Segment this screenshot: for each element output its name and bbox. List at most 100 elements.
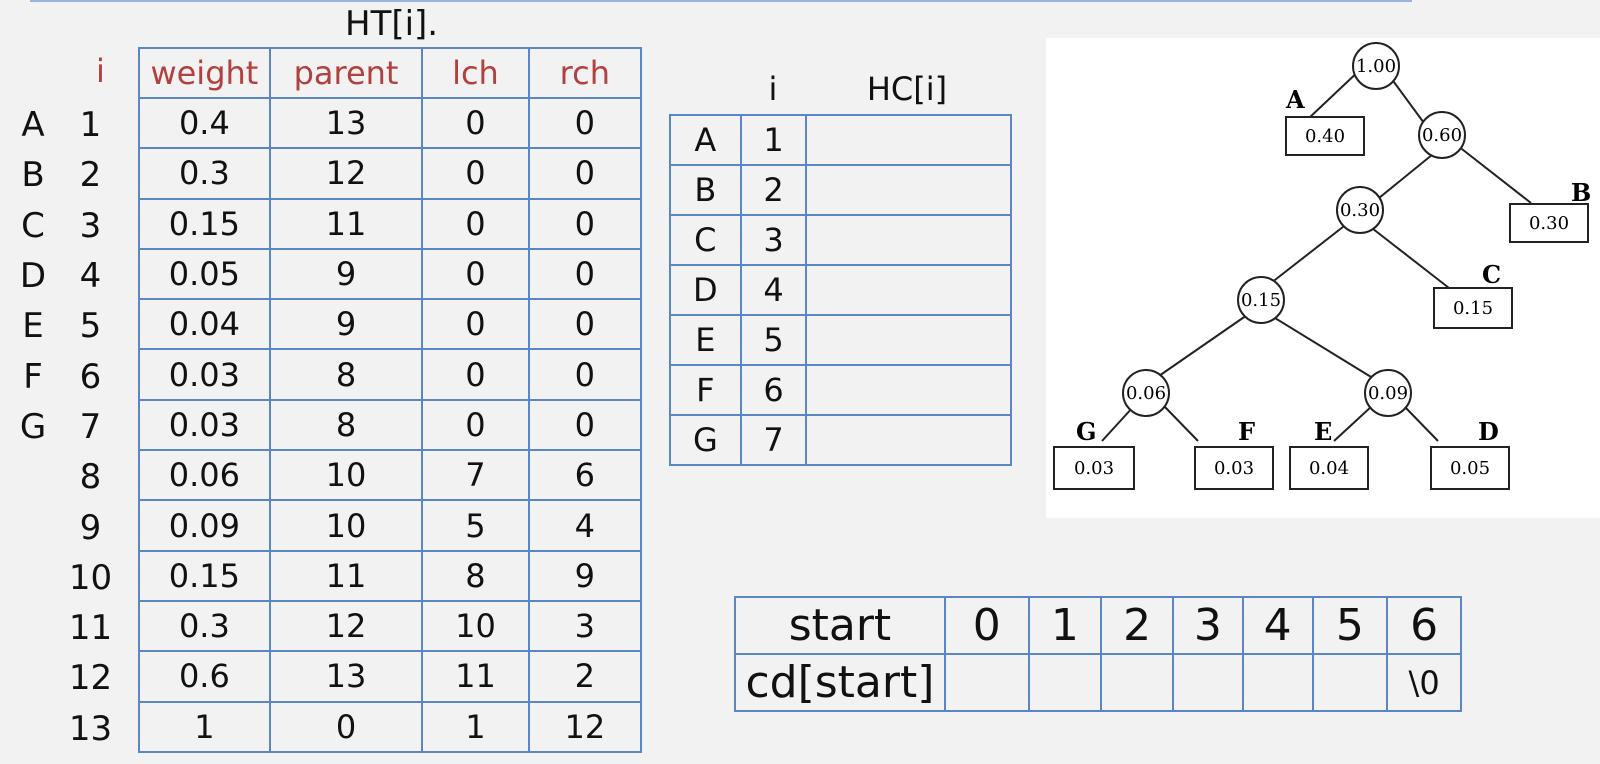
leaf-c: C 0.15 — [1433, 260, 1513, 329]
leaf-g-label: G — [1076, 417, 1097, 446]
ht-row-index: 4 — [79, 256, 102, 297]
ht-cell-weight: 0.15 — [138, 197, 271, 250]
ht-cell-weight: 0.03 — [138, 398, 271, 452]
leaf-c-label: C — [1482, 260, 1501, 289]
top-divider-line — [30, 0, 1412, 2]
hc-cell-letter: D — [669, 264, 742, 316]
ht-cell-lch: 0 — [421, 96, 530, 150]
hc-cell-letter: C — [669, 214, 742, 266]
col-header-lch: lch — [421, 47, 530, 99]
leaf-e-value: 0.04 — [1309, 458, 1349, 479]
ht-cell-parent: 13 — [268, 96, 424, 150]
ht-row-letter: C — [21, 205, 45, 246]
cd-value-cell — [1027, 653, 1103, 712]
start-label: start — [734, 596, 946, 655]
hc-cell-letter: G — [669, 414, 742, 466]
edge-015-006 — [1155, 312, 1251, 379]
ht-cell-lch: 0 — [421, 147, 530, 200]
ht-cell-weight: 0.4 — [138, 96, 271, 150]
ht-cell-rch: 6 — [527, 449, 643, 502]
cd-value-cell — [1241, 653, 1314, 712]
ht-cell-rch: 0 — [527, 398, 643, 452]
edge-006-g — [1101, 405, 1135, 442]
ht-header-row: weight parent lch rch — [138, 47, 643, 99]
ht-row-label: 10 — [8, 553, 123, 603]
ht-cell-parent: 10 — [268, 499, 424, 552]
leaf-a-value: 0.40 — [1305, 126, 1345, 147]
ht-cell-parent: 8 — [268, 398, 424, 452]
start-index-cell: 5 — [1311, 596, 1389, 655]
ht-row-letter: F — [23, 356, 43, 397]
ht-cell-weight: 0.04 — [138, 298, 271, 351]
ht-row-label: 13 — [8, 704, 123, 754]
cd-label: cd[start] — [734, 653, 946, 712]
start-index-cell: 6 — [1386, 596, 1462, 655]
ht-row-index: 5 — [79, 306, 102, 347]
ht-title: HT[i]. — [345, 4, 439, 44]
hc-cell-code — [805, 264, 1012, 316]
leaf-b-value: 0.30 — [1529, 213, 1569, 234]
edge-030-015 — [1270, 222, 1349, 284]
hc-cell-code — [805, 314, 1012, 366]
edge-030-c — [1367, 224, 1450, 289]
ht-cell-parent: 9 — [268, 247, 424, 301]
leaf-f-label: F — [1238, 417, 1255, 446]
ht-cell-lch: 0 — [421, 298, 530, 351]
ht-row-index: 12 — [68, 658, 113, 699]
ht-cell-rch: 0 — [527, 197, 643, 250]
ht-row-index: 2 — [79, 155, 102, 196]
hc-cell-code — [805, 364, 1012, 416]
ht-cell-lch: 0 — [421, 348, 530, 401]
hc-cell-letter: E — [669, 314, 742, 366]
ht-cell-lch: 0 — [421, 398, 530, 452]
ht-cell-lch: 11 — [421, 650, 530, 703]
ht-cell-parent: 11 — [268, 197, 424, 250]
ht-cell-weight: 0.06 — [138, 449, 271, 502]
hc-cell-letter: A — [669, 114, 742, 166]
hc-code-header: HC[i] — [866, 70, 948, 108]
hc-cell-index: 4 — [739, 264, 808, 316]
ht-cell-lch: 0 — [421, 247, 530, 301]
ht-cell-rch: 0 — [527, 96, 643, 150]
ht-cell-rch: 12 — [527, 700, 643, 753]
node-root-value: 1.00 — [1356, 56, 1396, 77]
hc-cell-letter: F — [669, 364, 742, 416]
leaf-f-value: 0.03 — [1214, 458, 1254, 479]
cd-value-cell — [943, 653, 1030, 712]
col-header-rch: rch — [527, 47, 643, 99]
ht-cell-rch: 2 — [527, 650, 643, 703]
hc-cell-code — [805, 114, 1012, 166]
ht-cell-weight: 0.15 — [138, 549, 271, 602]
node-030-value: 0.30 — [1340, 200, 1380, 221]
ht-cell-rch: 4 — [527, 499, 643, 552]
leaf-d-value: 0.05 — [1450, 458, 1490, 479]
leaf-a-label: A — [1285, 85, 1305, 114]
start-index-cell: 1 — [1027, 596, 1103, 655]
edge-060-030 — [1378, 149, 1439, 199]
leaf-b-label: B — [1571, 178, 1591, 207]
start-index-cell: 3 — [1172, 596, 1244, 655]
ht-row-index: 7 — [79, 406, 102, 447]
hc-cell-code — [805, 414, 1012, 466]
huffman-tree-panel: 1.00 0.60 0.30 0.15 0.06 0.09 A 0.40 — [1046, 38, 1600, 518]
ht-cell-parent: 10 — [268, 449, 424, 502]
ht-cell-weight: 0.6 — [138, 650, 271, 703]
edge-root-060 — [1390, 77, 1425, 124]
ht-cell-parent: 0 — [268, 700, 424, 753]
leaf-d: D 0.05 — [1430, 417, 1510, 490]
hc-cell-code — [805, 164, 1012, 216]
ht-cell-weight: 0.3 — [138, 599, 271, 653]
edge-060-b — [1457, 145, 1532, 204]
edge-root-a — [1308, 67, 1363, 119]
col-header-weight: weight — [138, 47, 271, 99]
